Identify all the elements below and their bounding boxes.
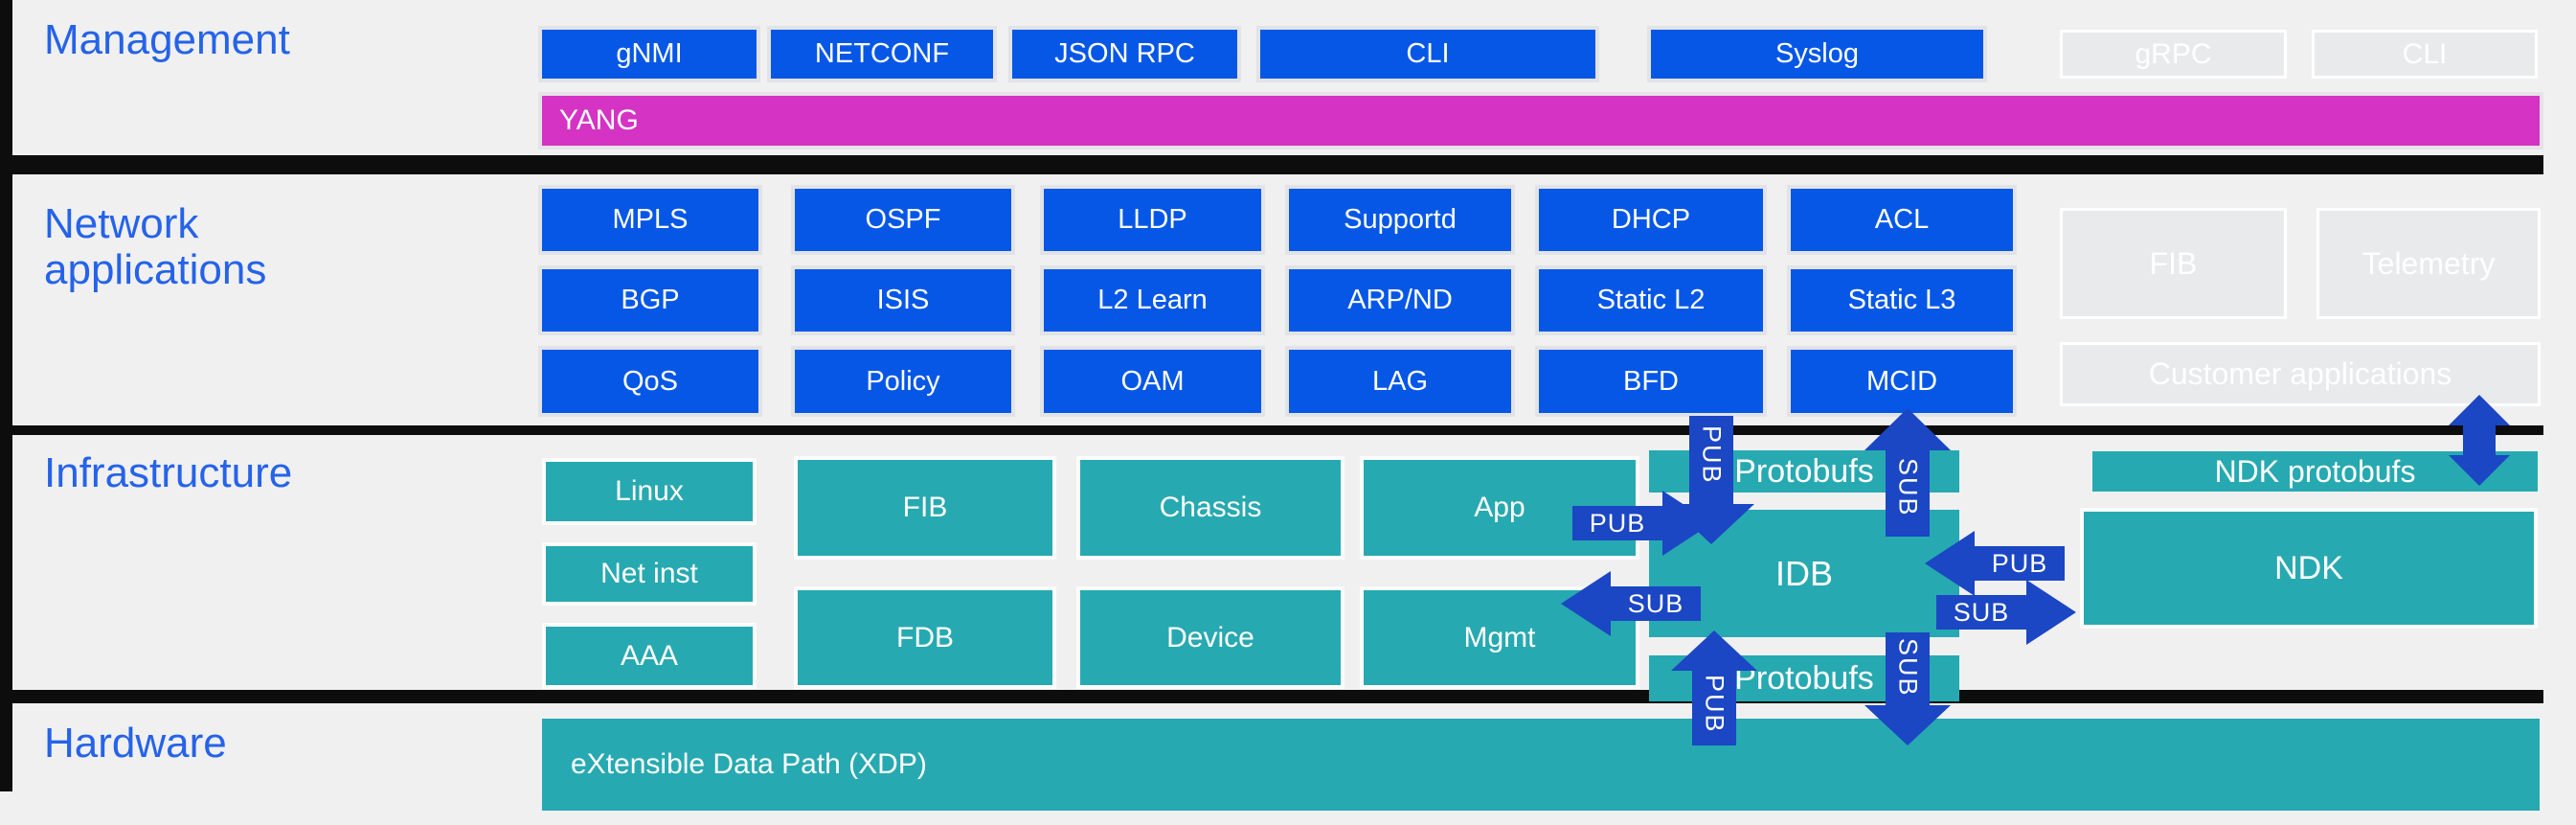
box-static-l3: Static L3 — [1791, 269, 2013, 332]
divider-management-netapps — [0, 155, 2543, 174]
box-syslog: Syslog — [1651, 30, 1983, 79]
box-oam: OAM — [1044, 350, 1261, 413]
arrow-pub-left-ndk: PUB — [1925, 531, 2065, 596]
arrow-sub-up-top: SUB — [1864, 408, 1951, 537]
arrow-pub-right-app: PUB — [1572, 491, 1712, 556]
arrow-shaft — [1611, 586, 1701, 621]
arrow-customer-apps-ndk-bidirectional — [2449, 395, 2510, 486]
arrow-label: PUB — [1697, 425, 1727, 485]
arrowhead-up-icon — [1671, 630, 1757, 671]
box-lag: LAG — [1289, 350, 1511, 413]
box-mcid: MCID — [1791, 350, 2013, 413]
divider-infrastructure-hardware — [0, 690, 2543, 703]
infrastructure-band-label: Infrastructure — [44, 449, 293, 496]
arrowhead-right-icon — [1662, 491, 1712, 556]
box-policy: Policy — [795, 350, 1011, 413]
arrow-label: SUB — [1893, 638, 1923, 698]
box-l2-learn: L2 Learn — [1044, 269, 1261, 332]
box-lldp: LLDP — [1044, 189, 1261, 251]
box-dhcp: DHCP — [1539, 189, 1763, 251]
arrow-shaft — [1572, 506, 1662, 540]
box-aaa: AAA — [542, 623, 757, 689]
arrowhead-left-icon — [1561, 571, 1611, 636]
arrow-label: PUB — [1991, 548, 2048, 578]
box-device: Device — [1076, 586, 1344, 689]
box-json-rpc: JSON RPC — [1012, 30, 1237, 79]
box-static-l2: Static L2 — [1539, 269, 1763, 332]
box-qos: QoS — [542, 350, 758, 413]
yang-bar: YANG — [542, 96, 2540, 146]
box-arp-nd: ARP/ND — [1289, 269, 1511, 332]
box-linux: Linux — [542, 458, 757, 525]
box-grpc-disabled: gRPC — [2060, 30, 2287, 79]
box-cli-disabled: CLI — [2312, 30, 2538, 79]
arrowhead-left-icon — [1925, 531, 1975, 596]
divider-netapps-infrastructure — [0, 425, 2543, 435]
xdp-bar: eXtensible Data Path (XDP) — [542, 719, 2540, 811]
arrowhead-down-icon — [2449, 455, 2510, 486]
arrow-shaft — [1886, 450, 1930, 537]
arrow-shaft — [1936, 595, 2026, 630]
box-isis: ISIS — [795, 269, 1011, 332]
box-acl: ACL — [1791, 189, 2013, 251]
hardware-band-label: Hardware — [44, 720, 227, 767]
management-band-label: Management — [44, 16, 290, 63]
arrow-sub-left-mgmt: SUB — [1561, 571, 1701, 636]
arrow-pub-up-bottom: PUB — [1671, 630, 1757, 745]
box-telemetry-disabled: Telemetry — [2316, 208, 2541, 319]
box-fib-disabled: FIB — [2060, 208, 2287, 319]
arrow-shaft — [2463, 424, 2496, 456]
arrow-shaft — [1886, 632, 1930, 705]
box-gnmi: gNMI — [542, 30, 757, 79]
arrowhead-down-icon — [1864, 705, 1951, 745]
arrow-shaft — [1692, 671, 1736, 745]
arrow-label: PUB — [1700, 675, 1729, 734]
arrow-sub-down-bottom: SUB — [1864, 632, 1951, 745]
box-chassis: Chassis — [1076, 456, 1344, 560]
box-supportd: Supportd — [1289, 189, 1511, 251]
box-netconf: NETCONF — [771, 30, 993, 79]
box-mpls: MPLS — [542, 189, 758, 251]
box-bfd: BFD — [1539, 350, 1763, 413]
box-customer-applications-disabled: Customer applications — [2060, 342, 2541, 406]
netapps-band-label-line2: applications — [44, 246, 267, 293]
box-ospf: OSPF — [795, 189, 1011, 251]
arrowhead-up-icon — [1864, 408, 1951, 450]
netapps-band-label-line1: Network — [44, 200, 199, 247]
netapps-band-label: Network applications — [44, 201, 266, 293]
arrow-sub-right-ndk: SUB — [1936, 580, 2076, 645]
box-bgp: BGP — [542, 269, 758, 332]
box-fdb: FDB — [794, 586, 1056, 689]
arrow-label: SUB — [1953, 597, 2010, 627]
arrow-label: SUB — [1627, 588, 1684, 618]
left-frame-bar — [0, 0, 12, 791]
box-net-inst: Net inst — [542, 542, 757, 606]
box-cli: CLI — [1260, 30, 1595, 79]
arrow-label: SUB — [1893, 458, 1923, 517]
arrow-shaft — [1689, 416, 1733, 504]
arrow-label: PUB — [1589, 508, 1646, 538]
box-fib-infra: FIB — [794, 456, 1056, 560]
arrowhead-up-icon — [2449, 395, 2510, 425]
arrowhead-right-icon — [2026, 580, 2076, 645]
box-ndk: NDK — [2080, 508, 2538, 629]
arrow-shaft — [1975, 546, 2065, 581]
